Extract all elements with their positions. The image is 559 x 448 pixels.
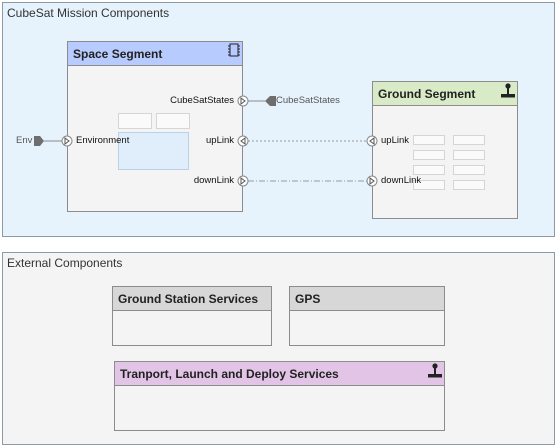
preview-thumbnail	[118, 113, 152, 129]
preview-thumbnail	[453, 180, 485, 190]
gps-block[interactable]: GPS	[289, 286, 445, 346]
transport-launch-deploy-block[interactable]: Tranport, Launch and Deploy Services	[114, 361, 445, 431]
port-environment[interactable]	[61, 135, 73, 147]
block-title: Ground Segment	[378, 87, 476, 101]
external-port-env[interactable]	[34, 136, 44, 146]
block-header: Ground Segment	[373, 82, 517, 106]
preview-thumbnail	[453, 135, 485, 145]
preview-thumbnail	[413, 135, 445, 145]
external-port-label-env: Env	[16, 135, 33, 146]
external-port-cubesatstates[interactable]	[265, 96, 276, 106]
port-label-downlink: downLink	[193, 175, 234, 186]
external-port-label-cubesatstates: CubeSatStates	[276, 95, 340, 106]
port-label-cubesatstates: CubeSatStates	[170, 95, 234, 106]
ground-station-services-block[interactable]: Ground Station Services	[112, 286, 272, 346]
preview-thumbnail	[413, 165, 445, 175]
block-header: Ground Station Services	[113, 287, 271, 311]
port-downlink[interactable]	[237, 175, 249, 187]
block-header: Tranport, Launch and Deploy Services	[115, 362, 444, 386]
port-downlink[interactable]	[366, 175, 378, 187]
block-header: Space Segment	[68, 42, 242, 66]
block-title: GPS	[295, 292, 321, 306]
joystick-icon	[428, 363, 442, 378]
port-uplink[interactable]	[237, 135, 249, 147]
region-title: CubeSat Mission Components	[7, 6, 170, 20]
block-title: Space Segment	[73, 47, 163, 61]
preview-thumbnail	[413, 180, 445, 190]
block-title: Ground Station Services	[118, 292, 259, 306]
joystick-icon	[501, 83, 515, 98]
preview-thumbnail	[118, 132, 189, 170]
port-label-environment: Environment	[76, 135, 130, 146]
chip-icon	[228, 43, 240, 57]
preview-thumbnail	[453, 165, 485, 175]
port-label-downlink: downLink	[381, 175, 422, 186]
port-label-uplink: upLink	[206, 135, 234, 146]
preview-thumbnail	[156, 113, 190, 129]
block-header: GPS	[290, 287, 444, 311]
port-label-uplink: upLink	[381, 135, 409, 146]
preview-thumbnail	[413, 150, 445, 160]
block-title: Tranport, Launch and Deploy Services	[120, 367, 339, 381]
preview-thumbnail	[453, 150, 485, 160]
space-segment-block[interactable]: Space Segment	[67, 41, 243, 212]
port-uplink[interactable]	[366, 135, 378, 147]
port-cubesatstates[interactable]	[237, 95, 249, 107]
region-title: External Components	[7, 256, 123, 270]
ground-segment-block[interactable]: Ground Segment	[372, 81, 518, 219]
